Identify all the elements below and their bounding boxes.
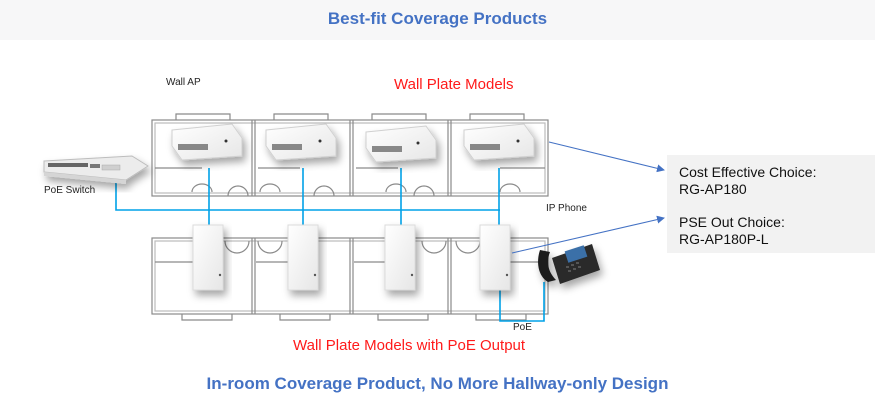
arrow-to-cost-effective-choice xyxy=(548,141,665,173)
wall-plate-models-label: Wall Plate Models xyxy=(394,76,514,93)
footer-title: In-room Coverage Product, No More Hallwa… xyxy=(206,374,669,393)
header-band xyxy=(0,0,875,40)
ip-phone-icon xyxy=(538,244,600,284)
ethernet-cabling xyxy=(115,168,545,322)
wall-ap-label: Wall AP xyxy=(166,77,201,88)
poe-output-ap-icon-1 xyxy=(192,224,224,291)
top-floor-plan xyxy=(151,113,549,197)
poe-output-ap-icon-3 xyxy=(384,224,416,291)
poe-output-ap-icon-4 xyxy=(479,224,511,291)
arrow-to-pse-out-choice xyxy=(511,215,665,254)
poe-switch-label: PoE Switch xyxy=(44,185,96,196)
poe-label: PoE xyxy=(513,322,532,333)
poe-switch-icon xyxy=(43,155,149,184)
wall-plate-models-poe-label: Wall Plate Models with PoE Output xyxy=(293,337,526,354)
pse-out-choice-title: PSE Out Choice: xyxy=(679,214,785,230)
cost-effective-choice-title: Cost Effective Choice: xyxy=(679,164,817,180)
pse-out-choice-model: RG-AP180P-L xyxy=(679,231,769,247)
poe-output-ap-icon-2 xyxy=(287,224,319,291)
wall-plate-ap-icon-2 xyxy=(265,123,337,161)
cost-effective-choice-model: RG-AP180 xyxy=(679,181,747,197)
ip-phone-label: IP Phone xyxy=(546,203,587,214)
poe-output-cable xyxy=(499,282,545,322)
product-choice-box: Cost Effective Choice: RG-AP180 PSE Out … xyxy=(667,155,875,253)
wall-plate-ap-icon-3 xyxy=(365,125,437,163)
trunk-cable xyxy=(115,183,500,211)
page-title: Best-fit Coverage Products xyxy=(327,9,548,28)
wall-plate-ap-icon-1 xyxy=(171,123,243,161)
wall-plate-ap-icon-4 xyxy=(463,123,535,161)
